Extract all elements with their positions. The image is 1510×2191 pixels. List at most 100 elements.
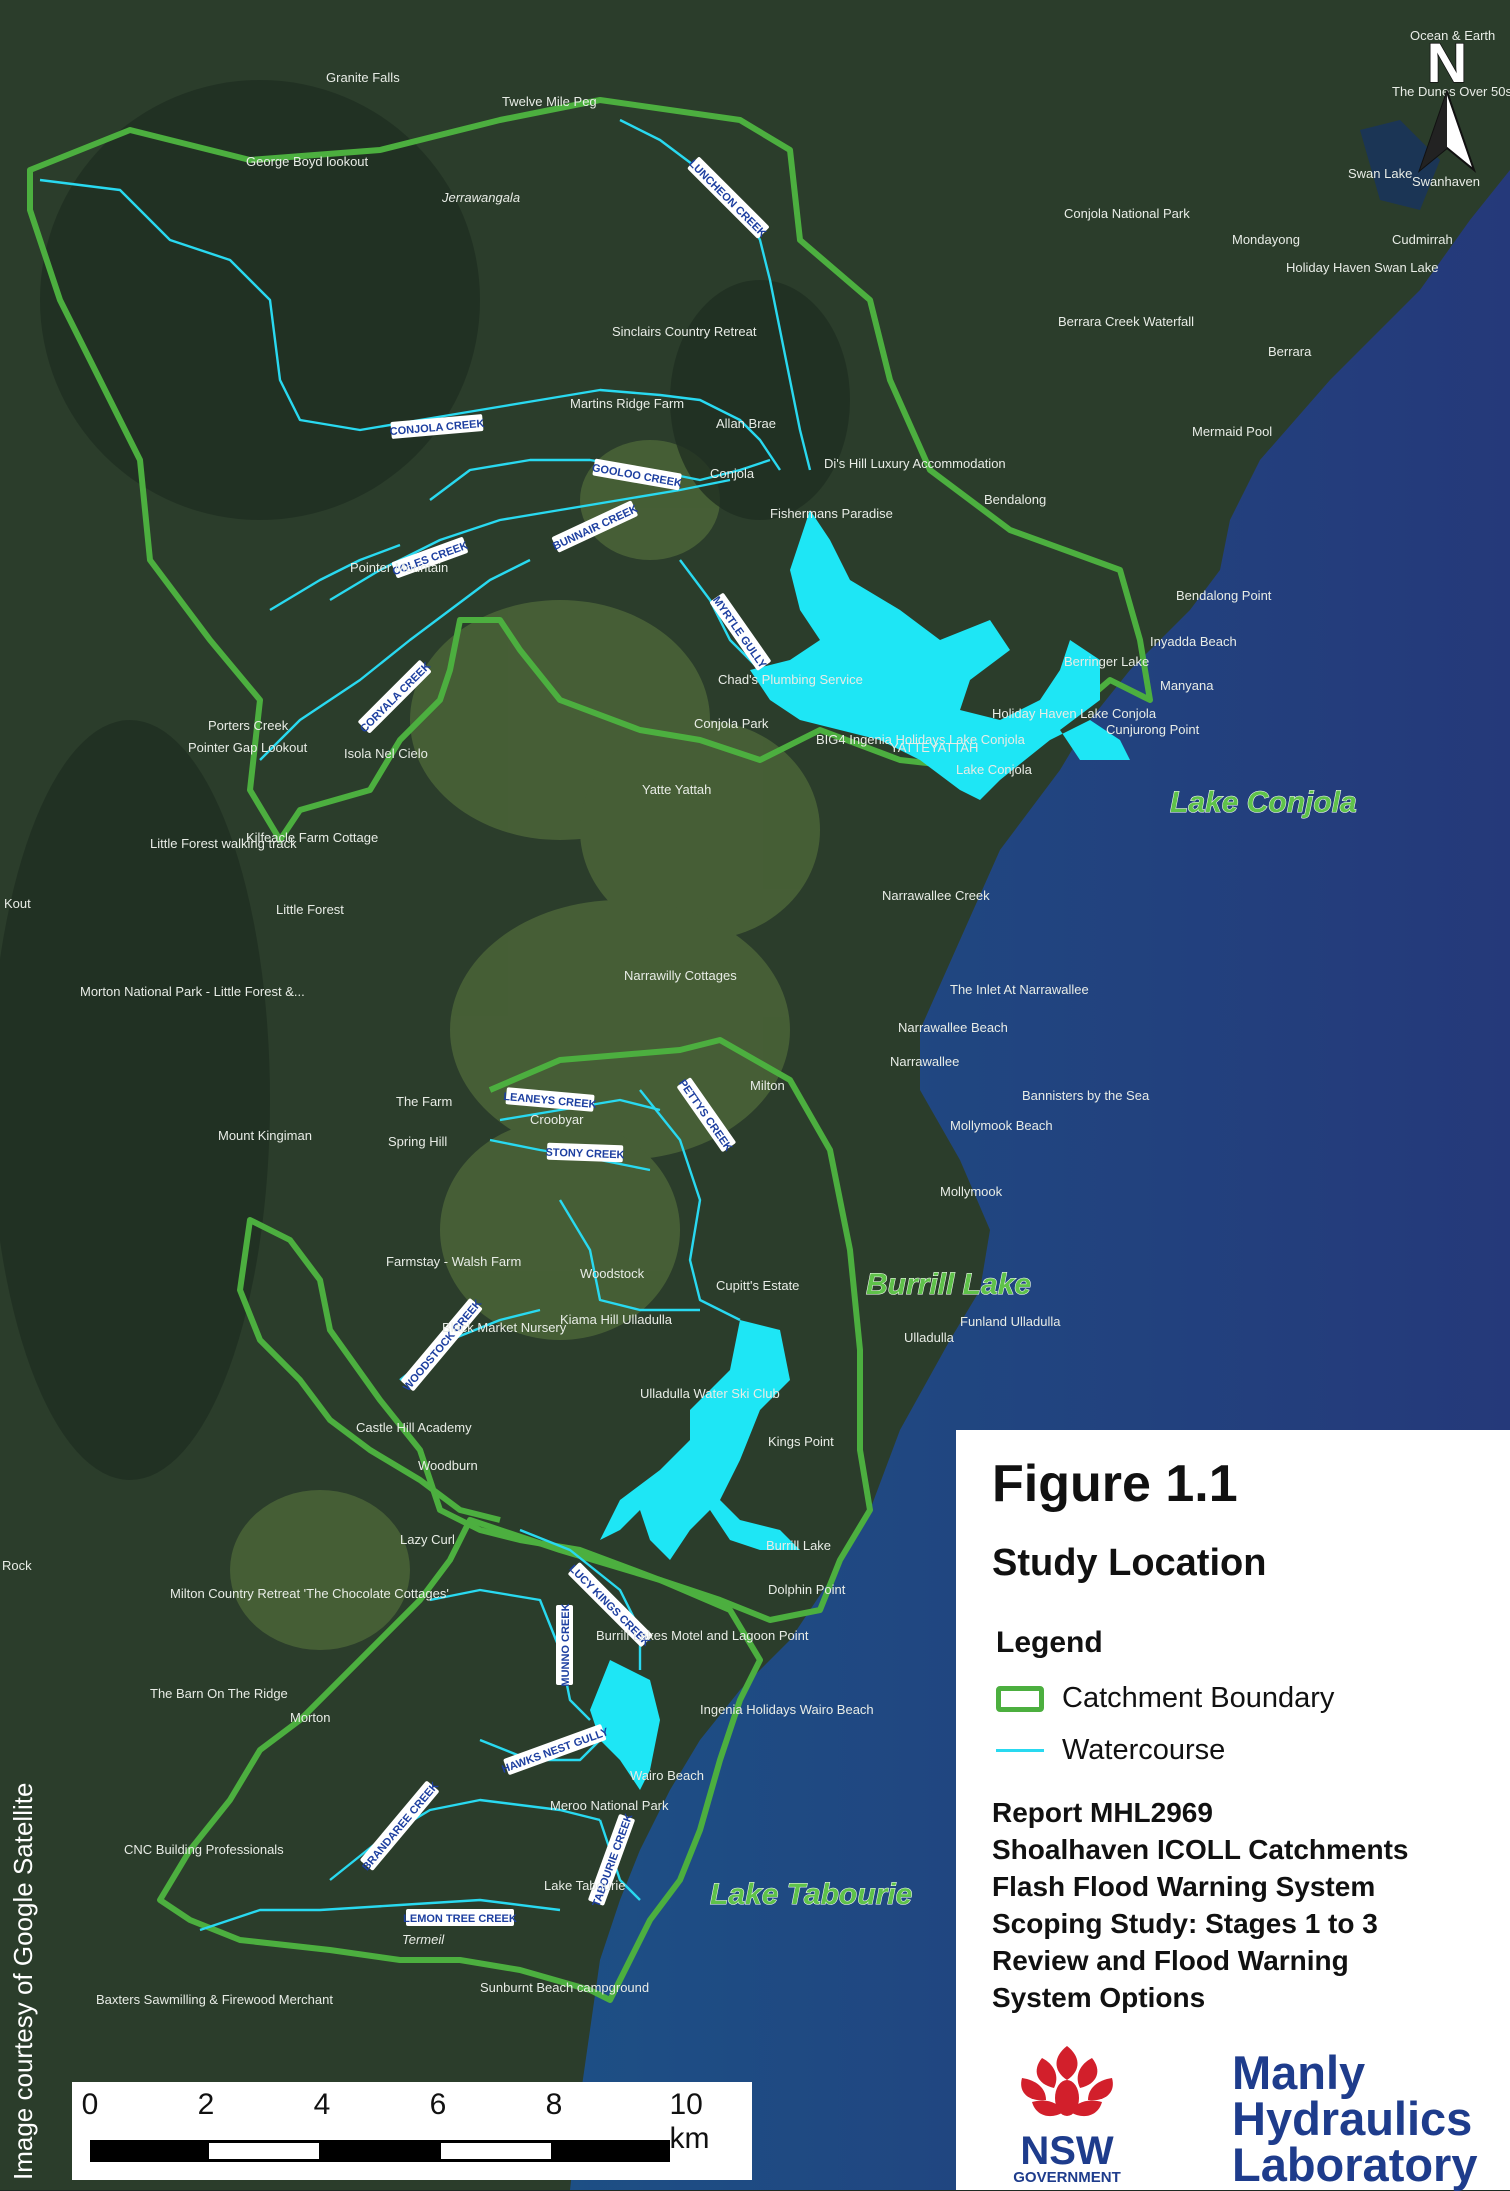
place-label: Narrawilly Cottages — [624, 968, 737, 983]
place-label: Pointer Gap Lookout — [188, 740, 308, 755]
place-label: Milton Country Retreat 'The Chocolate Co… — [170, 1586, 449, 1601]
figure-subtitle: Study Location — [992, 1542, 1267, 1584]
place-label: Cunjurong Point — [1106, 722, 1200, 737]
place-label: Sunburnt Beach campground — [480, 1980, 649, 1995]
place-label: Pointer Mountain — [350, 560, 448, 575]
place-label: Swanhaven — [1412, 174, 1480, 189]
scale-bar: 0 2 4 6 8 10 km — [72, 2082, 752, 2180]
place-label: Wairo Beach — [630, 1768, 704, 1783]
scale-segment — [438, 2140, 554, 2162]
lake-label-tabourie: Lake Tabourie — [710, 1878, 912, 1911]
scale-tick: 8 — [545, 2088, 563, 2121]
place-label: Sinclairs Country Retreat — [612, 324, 757, 339]
place-label: Woodburn — [418, 1458, 478, 1473]
report-line: Review and Flood Warning — [992, 1945, 1349, 1976]
lake-label-conjola: Lake Conjola — [1170, 786, 1357, 819]
munno-creek-line — [429, 1588, 591, 1721]
place-label: Baxters Sawmilling & Firewood Merchant — [96, 1992, 333, 2007]
place-label: Conjola Park — [694, 716, 769, 731]
mhl-line: Hydraulics — [1232, 2092, 1473, 2145]
scale-tick: 0 — [81, 2088, 99, 2121]
place-label: Meroo National Park — [550, 1798, 669, 1813]
scale-tick: 4 — [313, 2088, 331, 2121]
place-label: Spring Hill — [388, 1134, 447, 1149]
luncheon-creek-line — [619, 118, 812, 471]
place-label: The Inlet At Narrawallee — [950, 982, 1089, 997]
place-label: Berringer Lake — [1064, 654, 1149, 669]
place-label: The Farm — [396, 1094, 452, 1109]
place-label: Martins Ridge Farm — [570, 396, 684, 411]
place-label: Morton — [290, 1710, 330, 1725]
place-label: Morton National Park - Little Forest &..… — [80, 984, 305, 999]
place-label: Chad's Plumbing Service — [718, 672, 863, 687]
svg-text:LEMON TREE CREEK: LEMON TREE CREEK — [403, 1913, 517, 1925]
place-label: Granite Falls — [326, 70, 400, 85]
place-labels: Granite Falls Twelve Mile Peg George Boy… — [2, 28, 1510, 2007]
place-label: Ulladulla Water Ski Club — [640, 1386, 780, 1401]
scale-segment — [206, 2140, 322, 2162]
north-arrow: N — [1417, 30, 1477, 173]
place-label: Mondayong — [1232, 232, 1300, 247]
place-label: The Dunes Over 50s Lifestyle Community — [1392, 84, 1510, 99]
place-label: Narrawallee — [890, 1054, 959, 1069]
place-label: Holiday Haven Lake Conjola — [992, 706, 1157, 721]
place-label: Di's Hill Luxury Accommodation — [824, 456, 1006, 471]
place-label: Mollymook — [940, 1184, 1003, 1199]
place-label: CNC Building Professionals — [124, 1842, 284, 1857]
conjola-catchment-boundary — [27, 97, 1153, 843]
image-credit: Image courtesy of Google Satellite — [8, 1782, 38, 2180]
lake-conjola-water — [750, 510, 1130, 800]
place-label: Kings Point — [768, 1434, 834, 1449]
report-line: Scoping Study: Stages 1 to 3 — [992, 1908, 1378, 1939]
place-label: Bendalong — [984, 492, 1046, 507]
place-label: Ocean & Earth — [1410, 28, 1495, 43]
legend-panel: Figure 1.1 Study Location Legend Catchme… — [956, 1430, 1510, 2190]
place-label: Cudmirrah — [1392, 232, 1453, 247]
creek-label: LEANEYS CREEK — [503, 1087, 597, 1112]
lake-water — [590, 510, 1130, 1790]
scale-segment — [90, 2140, 206, 2162]
place-label: Yatte Yattah — [642, 782, 711, 797]
place-label: Mount Kingiman — [218, 1128, 312, 1143]
myrtle-gully-line — [679, 559, 761, 671]
burrill-lake-water — [600, 1320, 800, 1560]
place-label: Lake Tabourie — [544, 1878, 625, 1893]
place-label: Jerrawangala — [441, 190, 520, 205]
svg-text:STONY CREEK: STONY CREEK — [545, 1147, 624, 1162]
place-label: Kout — [4, 896, 31, 911]
tabourie-catchment-boundary — [157, 1517, 763, 2003]
darker-forest — [0, 80, 850, 1480]
place-label: Inyadda Beach — [1150, 634, 1237, 649]
mhl-logo-text: Manly Hydraulics Laboratory — [1232, 2049, 1478, 2188]
place-label: Cupitt's Estate — [716, 1278, 799, 1293]
place-label: Berrara Creek Waterfall — [1058, 314, 1194, 329]
place-label: Burrill Lakes Motel and Lagoon Point — [596, 1628, 809, 1643]
place-label: Termeil — [402, 1932, 445, 1947]
watercourse-swatch — [996, 1749, 1044, 1752]
place-label: Woodstock — [580, 1266, 645, 1281]
place-label: Allan Brae — [716, 416, 776, 431]
north-arrow-label: N — [1427, 31, 1467, 94]
hawks-nest-gully-line — [479, 1738, 601, 1762]
place-label: Croobyar — [530, 1112, 584, 1127]
waratah-icon — [1021, 2046, 1113, 2117]
report-info: Report MHL2969 Shoalhaven ICOLL Catchmen… — [992, 1794, 1408, 2016]
place-label: George Boyd lookout — [246, 154, 369, 169]
lemon-tree-creek-line — [199, 1898, 561, 1932]
place-label: Fishermans Paradise — [770, 506, 893, 521]
place-label: Milton — [750, 1078, 785, 1093]
legend-title: Legend — [996, 1626, 1103, 1659]
place-label: Little Forest walking track — [150, 836, 297, 851]
scale-tick: 2 — [197, 2088, 215, 2121]
nsw-text: NSW — [1020, 2129, 1114, 2173]
place-label: The Barn On The Ridge — [150, 1686, 288, 1701]
legend-label: Catchment Boundary — [1062, 1682, 1335, 1714]
place-label: Conjola — [710, 466, 755, 481]
place-label: Manyana — [1160, 678, 1214, 693]
place-label: Holiday Haven Swan Lake — [1286, 260, 1438, 275]
legend-item-catchment: Catchment Boundary — [996, 1682, 1334, 1715]
pettys-creek-line — [639, 1089, 741, 1322]
farmland-patches — [230, 440, 820, 1650]
place-label: Twelve Mile Peg — [502, 94, 597, 109]
